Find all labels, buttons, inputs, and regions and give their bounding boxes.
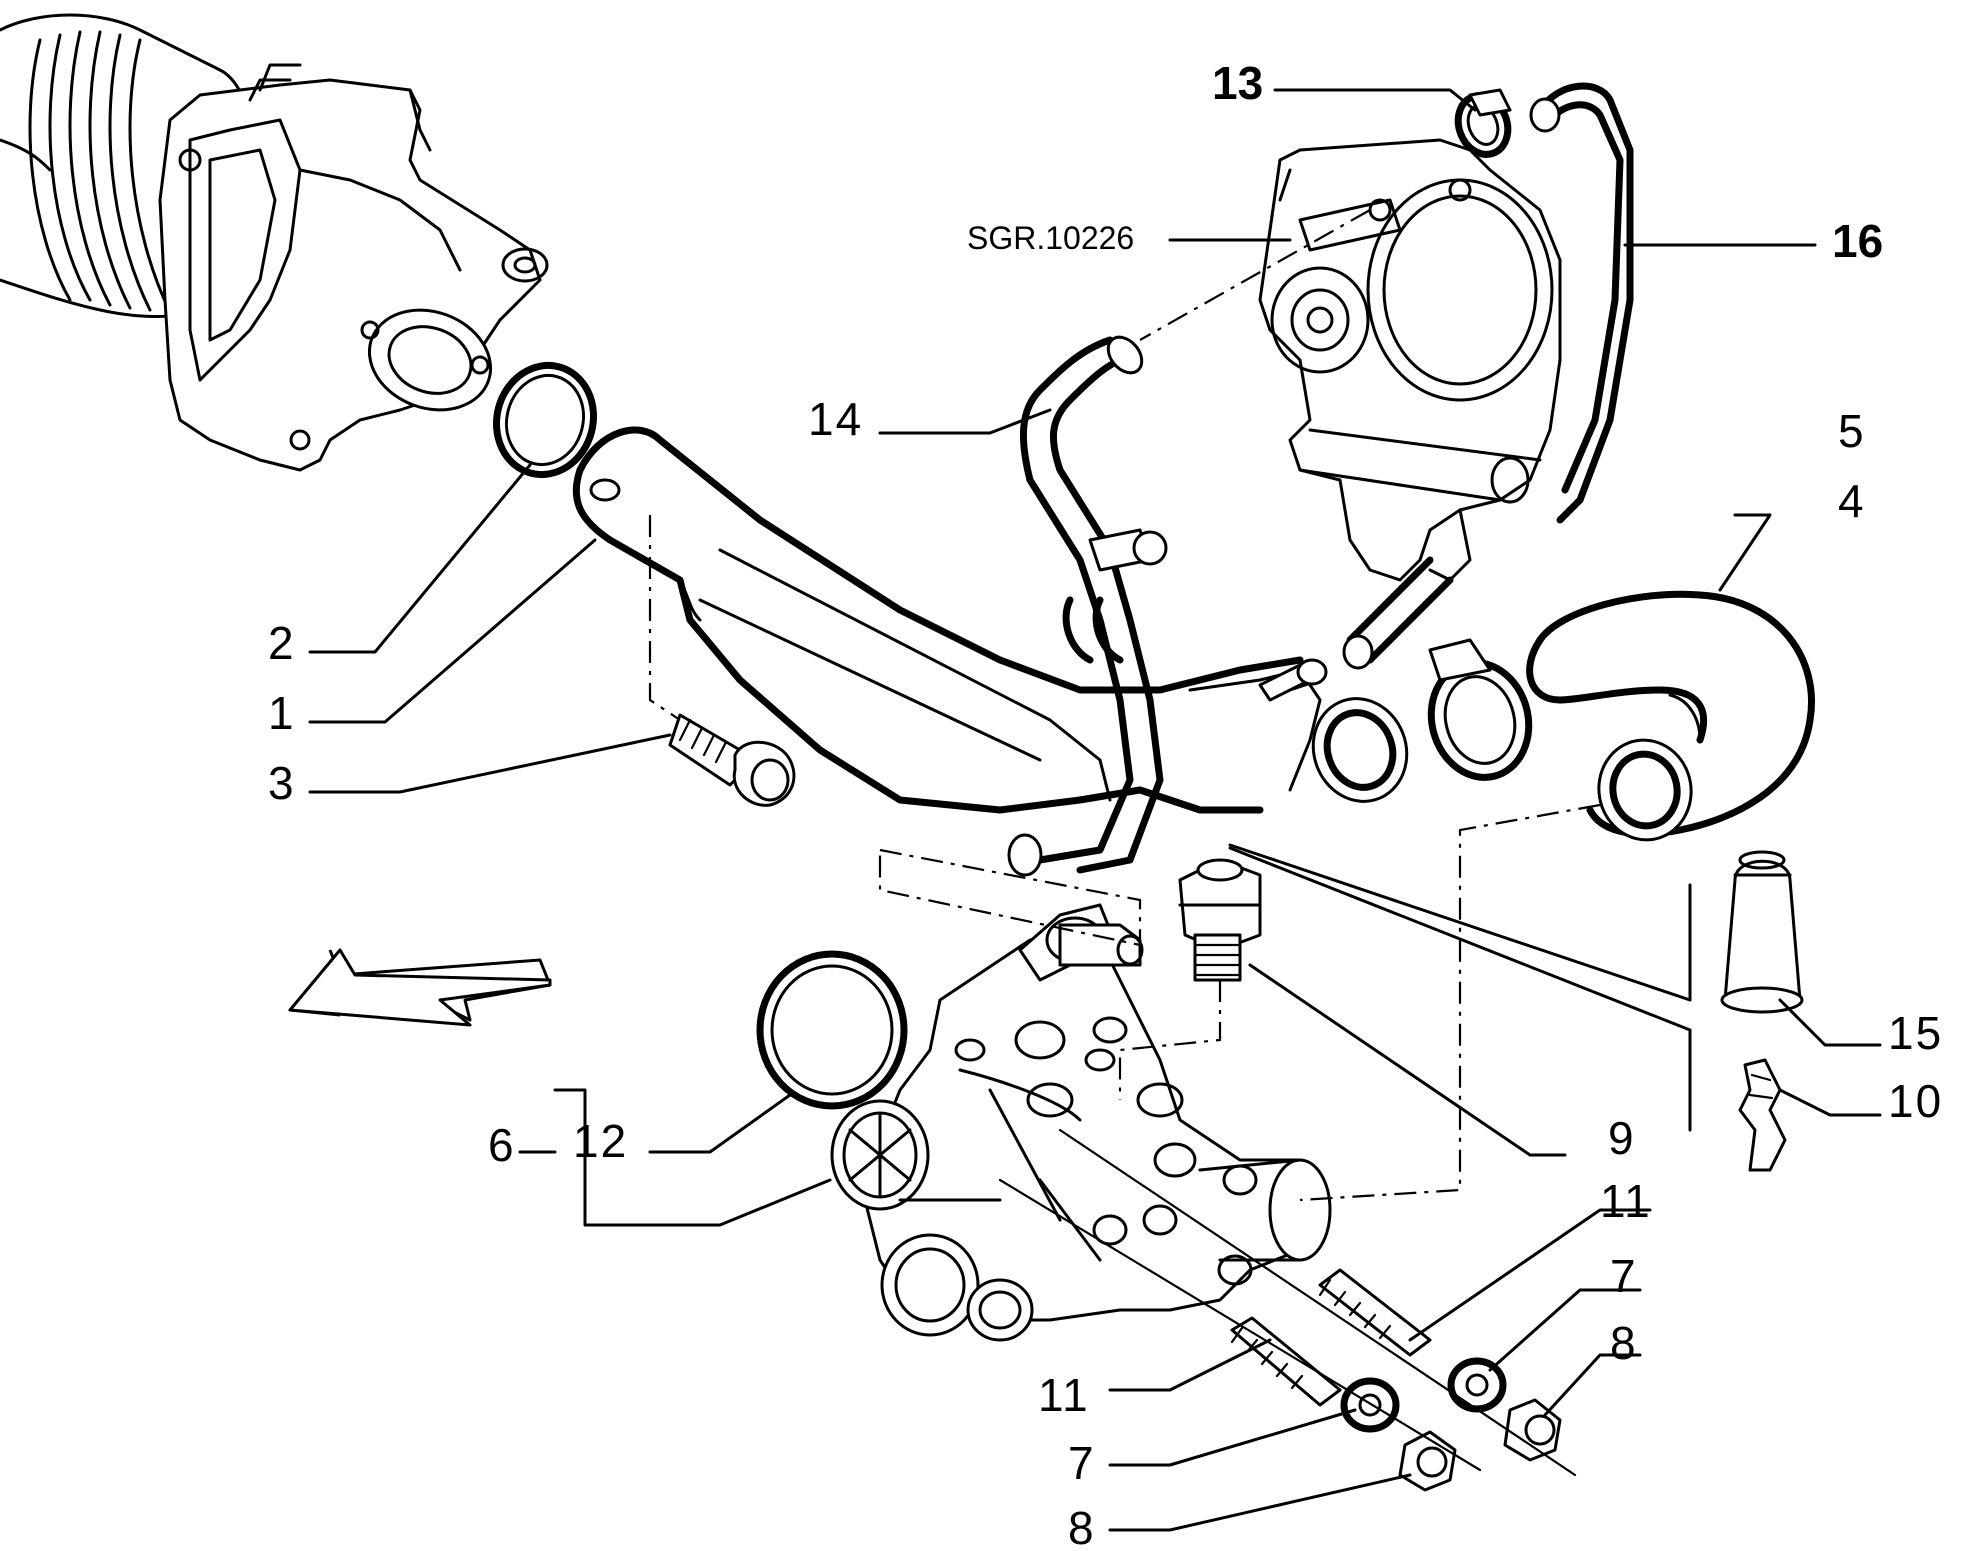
washer-part-7-upper <box>1447 1357 1507 1413</box>
hose-part-16 <box>1342 82 1634 670</box>
label-part-8-lower: 8 <box>1068 1502 1096 1551</box>
nut-part-8-lower <box>1398 1430 1457 1492</box>
phantom-lines <box>878 803 1601 1202</box>
o-ring-part-2 <box>492 361 598 479</box>
stud-part-11-upper <box>1318 1268 1432 1357</box>
stud-part-11-lower <box>1230 1316 1342 1407</box>
label-part-16: 16 <box>1832 215 1884 267</box>
label-part-15: 15 <box>1888 1007 1944 1059</box>
label-part-10: 10 <box>1888 1075 1944 1127</box>
temperature-sensor-part-9 <box>1178 858 1262 982</box>
washer-part-7-lower <box>1340 1377 1400 1433</box>
label-part-11-upper: 11 <box>1600 1175 1652 1227</box>
front-direction-arrow <box>288 948 552 1027</box>
label-part-6: 6 <box>488 1119 516 1171</box>
label-part-1: 1 <box>268 687 296 739</box>
label-part-7-upper: 7 <box>1610 1250 1638 1302</box>
label-part-12: 12 <box>573 1115 629 1167</box>
hose-part-4 <box>1526 590 1815 842</box>
label-part-7-lower: 7 <box>1068 1437 1096 1489</box>
thermostat-housing-part-6 <box>830 903 1332 1342</box>
hose-clamp <box>1427 638 1533 781</box>
label-part-4: 4 <box>1838 475 1866 527</box>
label-reference-sgr: SGR.10226 <box>967 220 1135 256</box>
water-pump <box>0 13 549 472</box>
coolant-pipe-part-1 <box>572 426 1409 814</box>
retaining-clip-part-10 <box>1738 1058 1787 1172</box>
label-part-11-lower: 11 <box>1038 1369 1090 1421</box>
label-part-2: 2 <box>268 617 296 669</box>
leader-lines <box>308 88 1882 1532</box>
rubber-boot-part-15 <box>1720 850 1804 1014</box>
hose-part-14 <box>1007 335 1168 877</box>
label-part-5: 5 <box>1838 405 1866 457</box>
label-part-14: 14 <box>808 393 864 445</box>
hose-clamp-part-13 <box>1454 88 1512 158</box>
o-ring-part-12 <box>756 950 908 1110</box>
throttle-body <box>1139 138 1562 582</box>
bolt-part-3 <box>668 713 796 807</box>
label-part-3: 3 <box>268 757 296 809</box>
label-part-9: 9 <box>1608 1112 1636 1164</box>
label-part-8-upper: 8 <box>1610 1317 1638 1369</box>
label-part-13: 13 <box>1212 57 1264 109</box>
